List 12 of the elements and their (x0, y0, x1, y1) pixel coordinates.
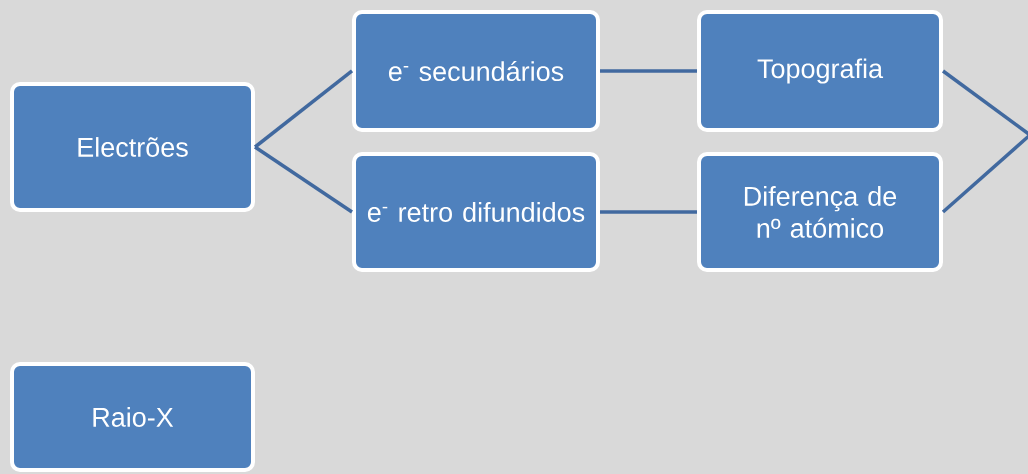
connector-line (253, 69, 354, 149)
process-box: e$^{-}$ retro difundidos (352, 152, 600, 272)
process-box: Diferença de nº atómico (697, 152, 943, 272)
connector-line (600, 69, 697, 73)
process-box: Topografia (697, 10, 943, 132)
connector-line (254, 145, 353, 214)
connector-line (941, 69, 1028, 137)
process-box: Electrões (10, 82, 255, 212)
process-box: e$^{-}$ secundários (352, 10, 600, 132)
process-box: Raio-X (10, 362, 255, 472)
connector-line (600, 210, 697, 214)
connector-line (941, 133, 1028, 214)
